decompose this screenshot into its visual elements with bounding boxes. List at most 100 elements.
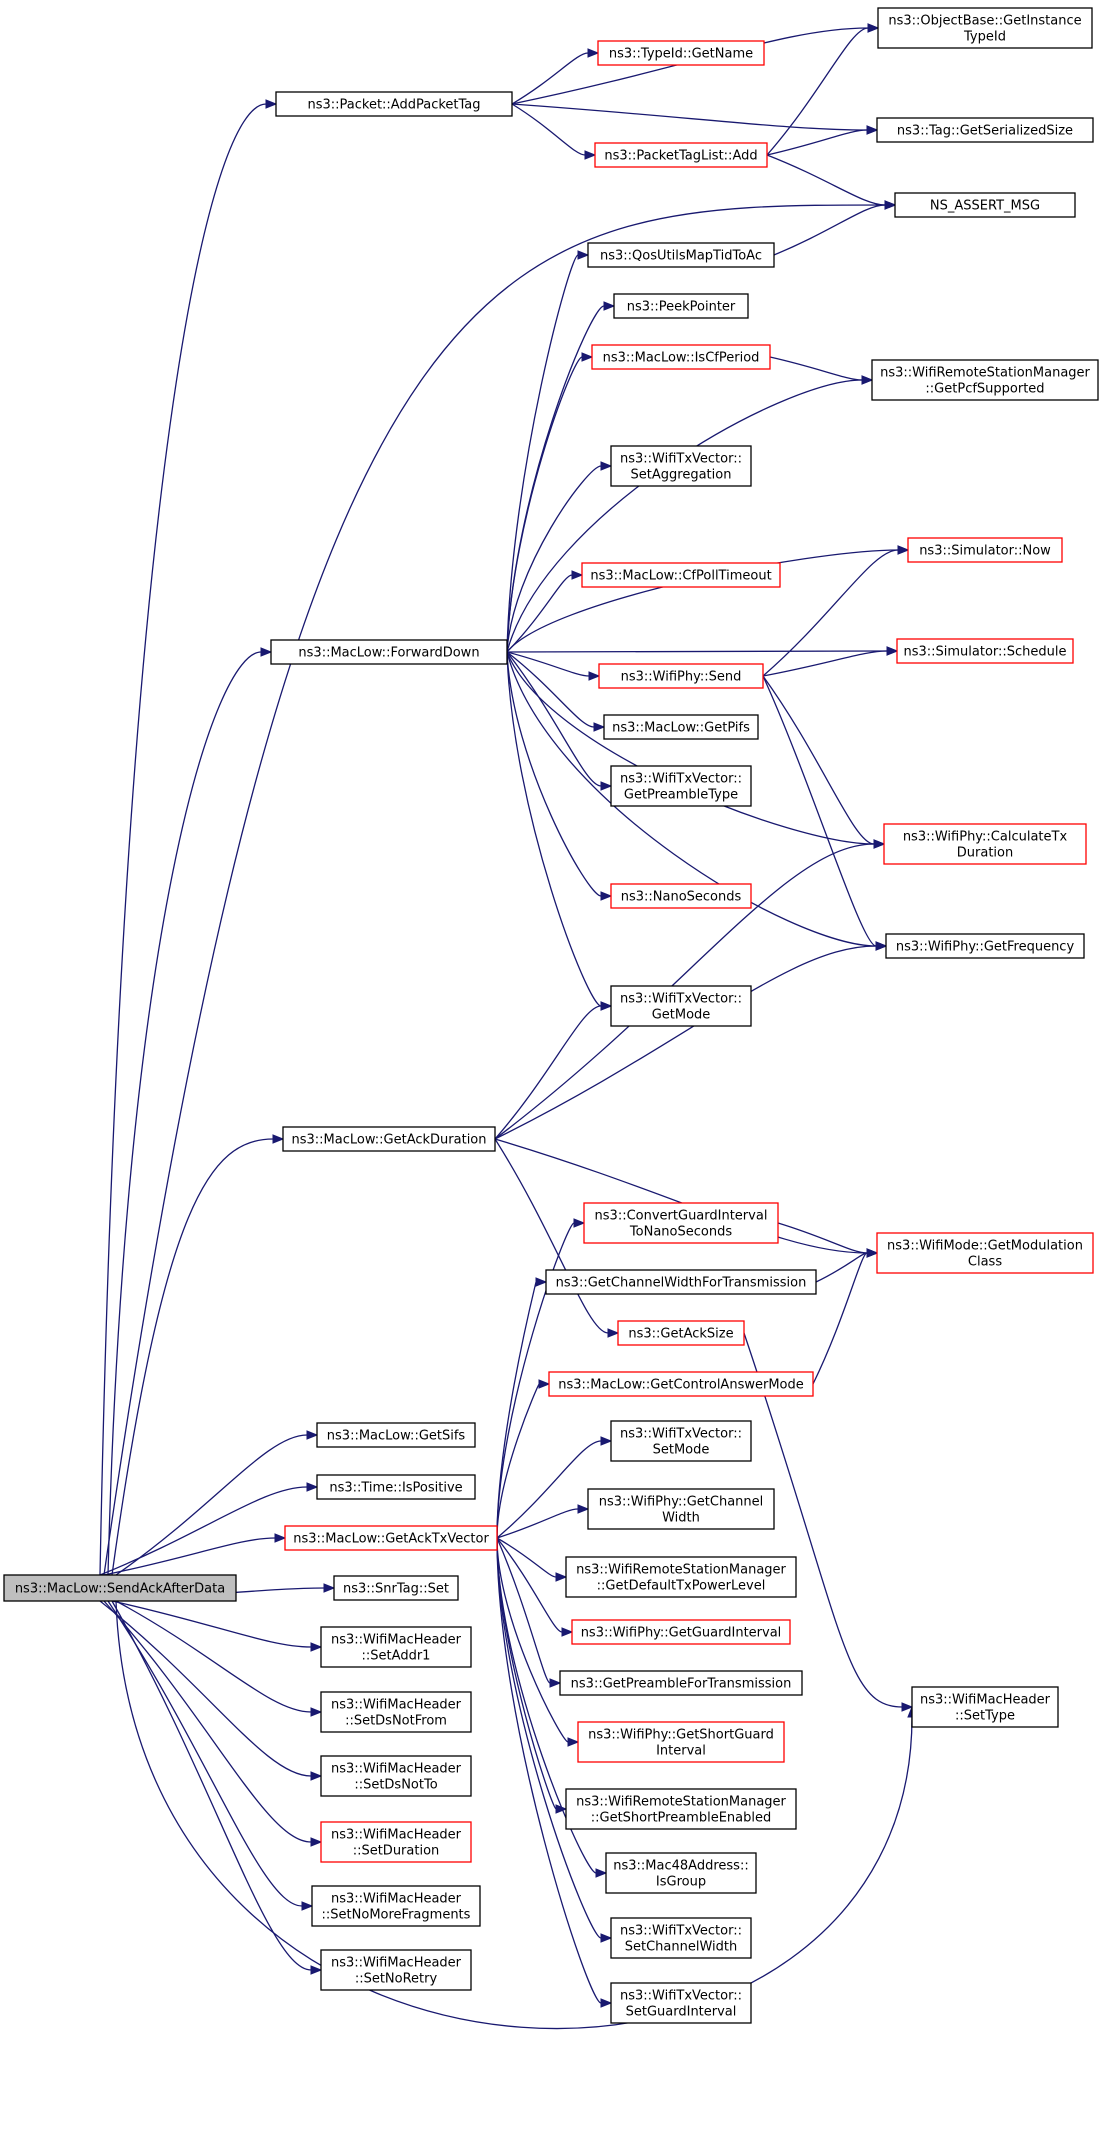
graph-node-n43[interactable]: ns3::WifiRemoteStationManager::GetShortP…: [565, 1788, 797, 1830]
node-box[interactable]: [587, 242, 775, 268]
node-box[interactable]: [581, 562, 781, 588]
graph-node-n11[interactable]: ns3::WifiRemoteStationManager::GetPcfSup…: [871, 359, 1099, 401]
graph-node-n7[interactable]: ns3::MacLow::ForwardDown: [270, 639, 508, 665]
graph-node-n23[interactable]: ns3::MacLow::GetAckDuration: [282, 1126, 496, 1152]
node-box[interactable]: [610, 1917, 752, 1959]
node-box[interactable]: [896, 638, 1074, 664]
node-box[interactable]: [577, 1721, 785, 1763]
node-box[interactable]: [907, 537, 1063, 563]
graph-node-n16[interactable]: ns3::Simulator::Schedule: [896, 638, 1074, 664]
graph-node-n32[interactable]: ns3::WifiPhy::GetChannelWidth: [587, 1488, 775, 1530]
graph-node-n44[interactable]: ns3::WifiMacHeader::SetDuration: [320, 1821, 472, 1863]
graph-node-n5[interactable]: ns3::Tag::GetSerializedSize: [876, 117, 1094, 143]
graph-node-n14[interactable]: ns3::MacLow::CfPollTimeout: [581, 562, 781, 588]
node-box[interactable]: [565, 1788, 797, 1830]
node-box[interactable]: [311, 1885, 481, 1927]
graph-node-n28[interactable]: ns3::MacLow::GetControlAnswerMode: [548, 1371, 814, 1397]
node-box[interactable]: [877, 7, 1093, 49]
graph-node-n1[interactable]: ns3::Packet::AddPacketTag: [275, 91, 513, 117]
node-box[interactable]: [610, 1420, 752, 1462]
node-box[interactable]: [610, 765, 752, 807]
graph-node-n18[interactable]: ns3::WifiTxVector::GetPreambleType: [610, 765, 752, 807]
graph-node-n21[interactable]: ns3::WifiPhy::GetFrequency: [885, 933, 1085, 959]
graph-node-n36[interactable]: ns3::WifiPhy::GetGuardInterval: [571, 1619, 791, 1645]
graph-node-n9[interactable]: ns3::PeekPointer: [613, 293, 749, 319]
graph-node-n15[interactable]: ns3::WifiPhy::Send: [598, 663, 764, 689]
graph-node-n46[interactable]: ns3::WifiMacHeader::SetNoMoreFragments: [311, 1885, 481, 1927]
graph-node-n20[interactable]: ns3::NanoSeconds: [610, 883, 752, 909]
graph-node-n49[interactable]: ns3::WifiTxVector::SetGuardInterval: [610, 1982, 752, 2024]
node-box[interactable]: [282, 1126, 496, 1152]
node-box[interactable]: [885, 933, 1085, 959]
node-box[interactable]: [548, 1371, 814, 1397]
node-box[interactable]: [333, 1575, 459, 1601]
node-box[interactable]: [894, 192, 1076, 218]
node-box[interactable]: [284, 1525, 498, 1551]
node-box[interactable]: [876, 1232, 1094, 1274]
graph-node-n45[interactable]: ns3::Mac48Address::IsGroup: [605, 1852, 757, 1894]
graph-node-n27[interactable]: ns3::GetAckSize: [617, 1320, 745, 1346]
graph-node-n17[interactable]: ns3::MacLow::GetPifs: [603, 714, 759, 740]
graph-node-n35[interactable]: ns3::SnrTag::Set: [333, 1575, 459, 1601]
node-box[interactable]: [603, 714, 759, 740]
graph-node-n26[interactable]: ns3::GetChannelWidthForTransmission: [545, 1269, 817, 1295]
node-box[interactable]: [610, 985, 752, 1027]
graph-node-n31[interactable]: ns3::Time::IsPositive: [316, 1474, 476, 1500]
graph-node-n3[interactable]: ns3::TypeId::GetName: [597, 40, 765, 66]
graph-node-n10[interactable]: ns3::MacLow::IsCfPeriod: [591, 344, 771, 370]
graph-node-n42[interactable]: ns3::WifiMacHeader::SetDsNotTo: [320, 1755, 472, 1797]
node-box[interactable]: [559, 1670, 803, 1696]
graph-node-n48[interactable]: ns3::WifiMacHeader::SetNoRetry: [320, 1949, 472, 1991]
node-box[interactable]: [565, 1556, 797, 1598]
node-box[interactable]: [876, 117, 1094, 143]
node-box[interactable]: [320, 1821, 472, 1863]
node-box[interactable]: [871, 359, 1099, 401]
graph-node-n47[interactable]: ns3::WifiTxVector::SetChannelWidth: [610, 1917, 752, 1959]
graph-node-n8[interactable]: ns3::QosUtilsMapTidToAc: [587, 242, 775, 268]
node-box[interactable]: [617, 1320, 745, 1346]
node-box[interactable]: [597, 40, 765, 66]
node-box[interactable]: [3, 1574, 237, 1602]
node-box[interactable]: [320, 1626, 472, 1668]
node-box[interactable]: [545, 1269, 817, 1295]
graph-node-n13[interactable]: ns3::Simulator::Now: [907, 537, 1063, 563]
node-box[interactable]: [571, 1619, 791, 1645]
graph-node-n29[interactable]: ns3::WifiTxVector::SetMode: [610, 1420, 752, 1462]
node-box[interactable]: [594, 142, 768, 168]
node-box[interactable]: [598, 663, 764, 689]
node-box[interactable]: [316, 1474, 476, 1500]
node-box[interactable]: [320, 1755, 472, 1797]
node-box[interactable]: [613, 293, 749, 319]
graph-node-n30[interactable]: ns3::MacLow::GetSifs: [316, 1422, 476, 1448]
node-box[interactable]: [610, 445, 752, 487]
node-box[interactable]: [605, 1852, 757, 1894]
node-box[interactable]: [883, 823, 1087, 865]
node-box[interactable]: [583, 1202, 779, 1244]
node-box[interactable]: [316, 1422, 476, 1448]
graph-node-n0[interactable]: ns3::MacLow::SendAckAfterData: [3, 1574, 237, 1602]
graph-node-n33[interactable]: ns3::MacLow::GetAckTxVector: [284, 1525, 498, 1551]
node-box[interactable]: [591, 344, 771, 370]
node-box[interactable]: [610, 883, 752, 909]
graph-node-n4[interactable]: ns3::PacketTagList::Add: [594, 142, 768, 168]
node-box[interactable]: [911, 1686, 1059, 1728]
node-box[interactable]: [320, 1949, 472, 1991]
graph-node-n39[interactable]: ns3::WifiMacHeader::SetType: [911, 1686, 1059, 1728]
node-box[interactable]: [587, 1488, 775, 1530]
graph-node-n38[interactable]: ns3::GetPreambleForTransmission: [559, 1670, 803, 1696]
node-box[interactable]: [320, 1691, 472, 1733]
node-box[interactable]: [270, 639, 508, 665]
node-box[interactable]: [275, 91, 513, 117]
graph-node-n6[interactable]: NS_ASSERT_MSG: [894, 192, 1076, 218]
graph-node-n37[interactable]: ns3::WifiMacHeader::SetAddr1: [320, 1626, 472, 1668]
node-box[interactable]: [610, 1982, 752, 2024]
graph-node-n34[interactable]: ns3::WifiRemoteStationManager::GetDefaul…: [565, 1556, 797, 1598]
graph-node-n22[interactable]: ns3::WifiTxVector::GetMode: [610, 985, 752, 1027]
graph-node-n12[interactable]: ns3::WifiTxVector::SetAggregation: [610, 445, 752, 487]
graph-node-n40[interactable]: ns3::WifiMacHeader::SetDsNotFrom: [320, 1691, 472, 1733]
